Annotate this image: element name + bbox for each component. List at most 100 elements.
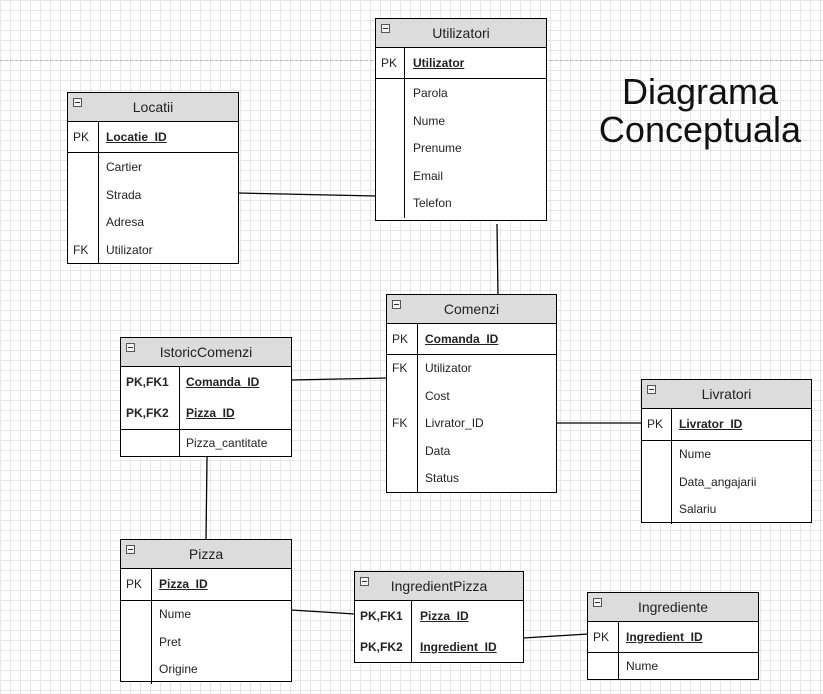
entity-header[interactable]: Comenzi bbox=[387, 295, 556, 324]
field-name: Pizza_cantitate bbox=[186, 436, 268, 450]
field-name: Adresa bbox=[106, 215, 145, 229]
entity-istoriccomenzi[interactable]: IstoricComenzi PK,FK1 Comanda_ID PK,FK2 … bbox=[120, 337, 292, 457]
field-row[interactable]: Status bbox=[387, 465, 556, 493]
pk-row[interactable]: PK Livrator_ID bbox=[642, 409, 811, 440]
entity-title: Pizza bbox=[188, 546, 224, 562]
entity-title: Livratori bbox=[701, 386, 752, 402]
pk-row[interactable]: PK Ingredient_ID bbox=[588, 622, 758, 652]
entity-title: IstoricComenzi bbox=[159, 344, 253, 360]
entity-livratori[interactable]: Livratori PK Livrator_ID Nume Data_angaj… bbox=[641, 379, 812, 524]
collapse-icon[interactable] bbox=[360, 577, 369, 586]
field-name: Telefon bbox=[413, 196, 452, 210]
key-label: FK bbox=[73, 242, 89, 257]
entity-title: Ingrediente bbox=[637, 599, 709, 615]
diagram-title-line-2: Conceptuala bbox=[598, 109, 802, 150]
field-row[interactable]: Pret bbox=[121, 629, 291, 657]
field-row[interactable]: Cartier bbox=[68, 154, 238, 182]
column-divider bbox=[179, 430, 180, 457]
field-row[interactable]: Adresa bbox=[68, 209, 238, 237]
connector-istoric-comenzi bbox=[290, 377, 388, 381]
field-row[interactable]: Pizza_cantitate bbox=[121, 430, 291, 457]
key-label: PK bbox=[593, 630, 610, 644]
pk-row[interactable]: PK,FK1 Pizza_ID bbox=[355, 601, 523, 632]
field-name: Parola bbox=[413, 86, 448, 100]
field-row[interactable]: Parola bbox=[376, 80, 546, 108]
field-row[interactable]: Prenume bbox=[376, 135, 546, 163]
entity-header[interactable]: Pizza bbox=[121, 540, 291, 569]
column-divider bbox=[618, 622, 619, 652]
field-row[interactable]: Origine bbox=[121, 656, 291, 684]
field-name: Prenume bbox=[413, 141, 462, 155]
field-row[interactable]: Nume bbox=[588, 653, 758, 680]
entity-header[interactable]: Utilizatori bbox=[376, 19, 546, 48]
collapse-icon[interactable] bbox=[392, 300, 401, 309]
field-name: Status bbox=[425, 471, 460, 485]
collapse-icon[interactable] bbox=[593, 598, 602, 607]
fields-section: Pizza_cantitate bbox=[121, 430, 291, 457]
pk-row[interactable]: PK,FK2 Pizza_ID bbox=[121, 398, 291, 429]
pk-row[interactable]: PK Pizza_ID bbox=[121, 569, 291, 600]
field-name: Pizza_ID bbox=[159, 577, 208, 591]
collapse-icon[interactable] bbox=[126, 343, 135, 352]
field-row[interactable]: Salariu bbox=[642, 496, 811, 524]
key-label: PK bbox=[392, 332, 409, 346]
key-label: PK,FK2 bbox=[360, 640, 403, 654]
column-divider bbox=[404, 79, 405, 218]
column-divider bbox=[179, 367, 180, 429]
collapse-icon[interactable] bbox=[647, 385, 656, 394]
entity-ingredientpizza[interactable]: IngredientPizza PK,FK1 Pizza_ID PK,FK2 I… bbox=[354, 571, 524, 663]
connector-locatii-utilizatori bbox=[237, 192, 377, 197]
field-row[interactable]: Cost bbox=[387, 383, 556, 411]
key-label: PK,FK1 bbox=[360, 609, 403, 623]
field-row[interactable]: Email bbox=[376, 163, 546, 191]
field-row[interactable]: Nume bbox=[376, 108, 546, 136]
field-name: Livrator_ID bbox=[425, 416, 484, 430]
entity-pizza[interactable]: Pizza PK Pizza_ID Nume Pret Origine bbox=[120, 539, 292, 684]
field-name: Locatie_ID bbox=[106, 130, 167, 144]
pk-row[interactable]: PK Utilizator bbox=[376, 48, 546, 78]
entity-header[interactable]: Livratori bbox=[642, 380, 811, 409]
entity-utilizatori[interactable]: Utilizatori PK Utilizator Parola Nume Pr… bbox=[375, 18, 547, 221]
field-name: Nume bbox=[413, 113, 446, 128]
collapse-icon[interactable] bbox=[126, 545, 135, 554]
field-row[interactable]: Data_angajarii bbox=[642, 469, 811, 497]
field-row[interactable]: Strada bbox=[68, 182, 238, 210]
field-row[interactable]: Telefon bbox=[376, 190, 546, 218]
collapse-icon[interactable] bbox=[73, 98, 82, 107]
field-row[interactable]: Nume bbox=[642, 441, 811, 469]
field-row[interactable]: Data bbox=[387, 438, 556, 466]
pk-section: PK Ingredient_ID bbox=[588, 622, 758, 653]
entity-header[interactable]: Ingrediente bbox=[588, 593, 758, 622]
column-divider bbox=[151, 601, 152, 684]
pk-row[interactable]: PK Locatie_ID bbox=[68, 122, 238, 152]
key-label: PK,FK1 bbox=[126, 375, 169, 389]
field-name: Pret bbox=[159, 634, 182, 649]
fields-section: Nume Data_angajarii Salariu bbox=[642, 441, 811, 524]
key-label: PK,FK2 bbox=[126, 406, 169, 420]
entity-title: Comenzi bbox=[443, 301, 500, 317]
fields-section: Nume bbox=[588, 653, 758, 680]
column-divider bbox=[417, 355, 418, 493]
pk-row[interactable]: PK,FK2 Ingredient_ID bbox=[355, 632, 523, 663]
column-divider bbox=[417, 324, 418, 354]
column-divider bbox=[618, 653, 619, 680]
fields-section: Parola Nume Prenume Email Telefon bbox=[376, 79, 546, 218]
field-name: Ingredient_ID bbox=[420, 640, 497, 654]
pk-section: PK,FK1 Comanda_ID PK,FK2 Pizza_ID bbox=[121, 367, 291, 430]
entity-locatii[interactable]: Locatii PK Locatie_ID Cartier Strada Adr… bbox=[67, 92, 239, 264]
pk-row[interactable]: PK,FK1 Comanda_ID bbox=[121, 367, 291, 398]
field-row[interactable]: Nume bbox=[121, 601, 291, 629]
pk-row[interactable]: PK Comanda_ID bbox=[387, 324, 556, 354]
entity-ingrediente[interactable]: Ingrediente PK Ingredient_ID Nume bbox=[587, 592, 759, 680]
entity-header[interactable]: IstoricComenzi bbox=[121, 338, 291, 367]
collapse-icon[interactable] bbox=[381, 24, 390, 33]
entity-header[interactable]: IngredientPizza bbox=[355, 572, 523, 601]
entity-header[interactable]: Locatii bbox=[68, 93, 238, 122]
